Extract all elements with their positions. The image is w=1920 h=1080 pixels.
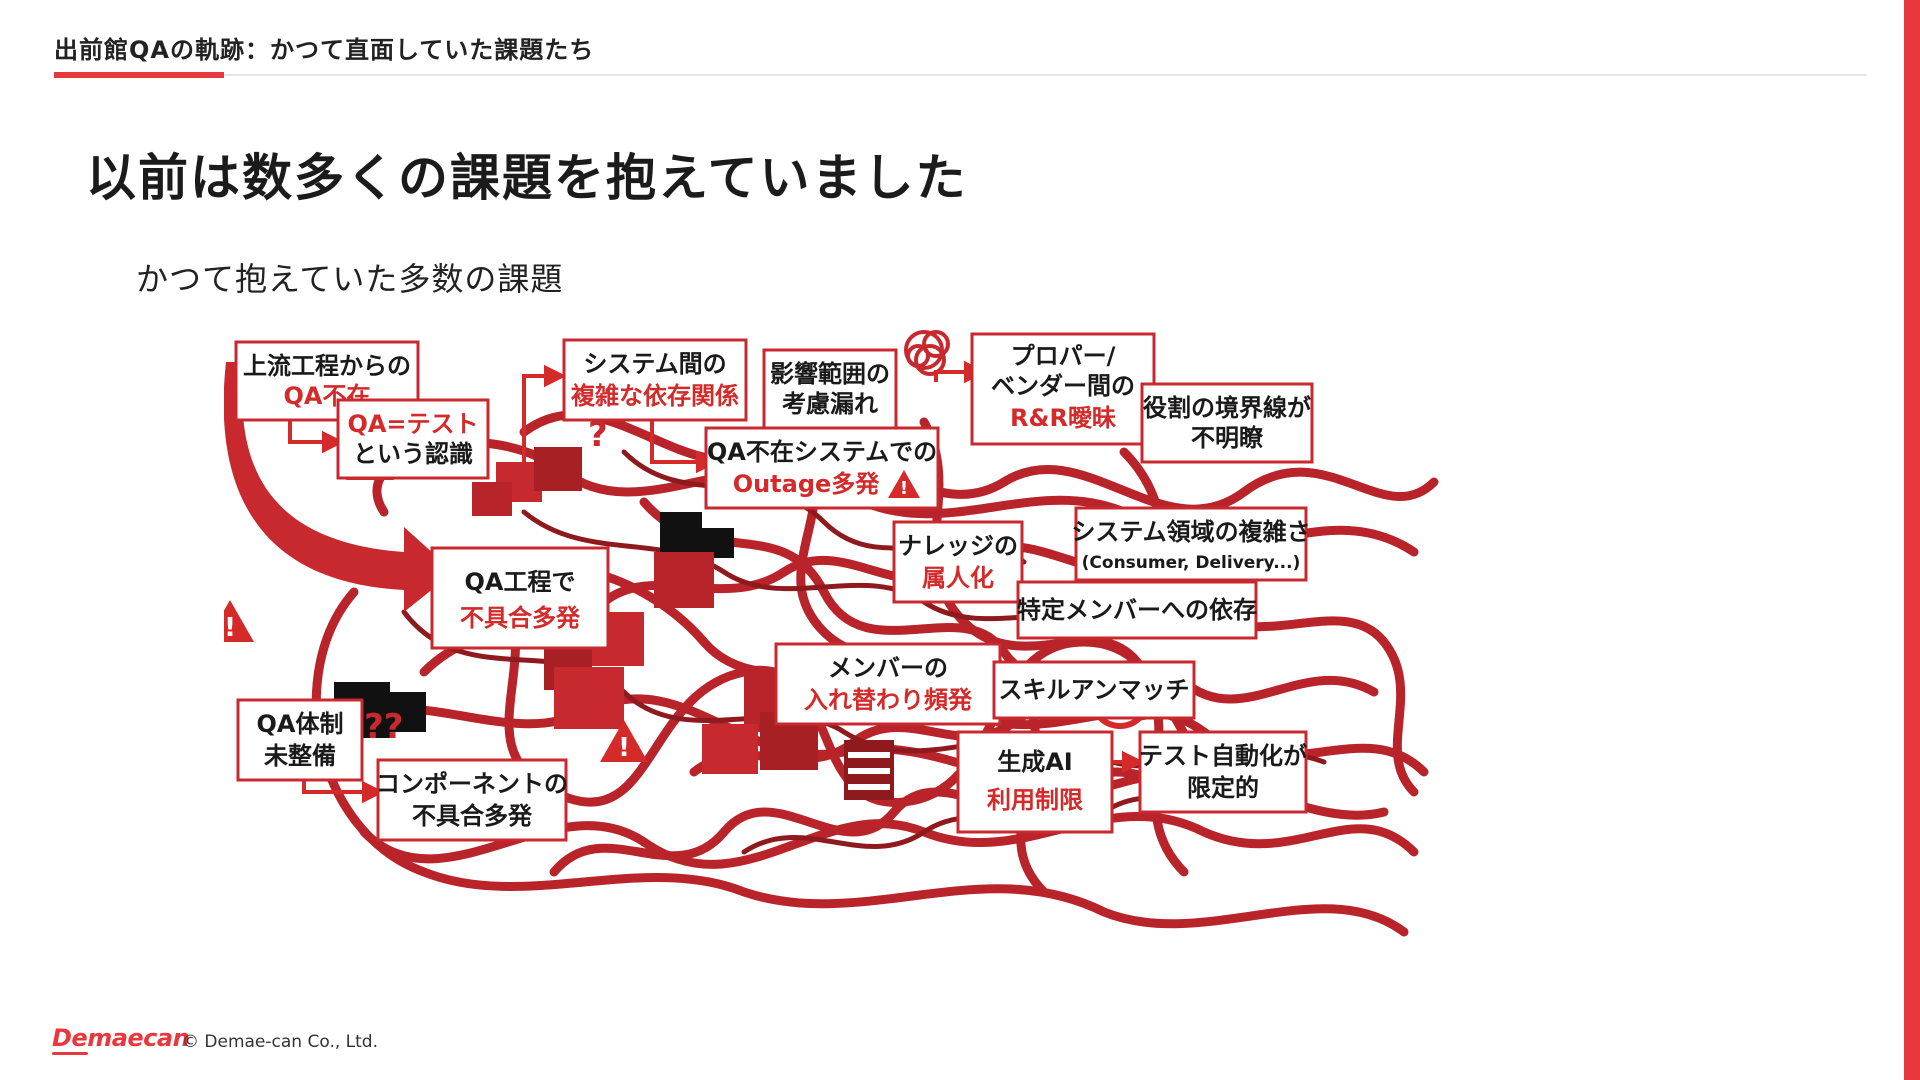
svg-text:生成AI: 生成AI bbox=[997, 748, 1073, 776]
svg-text:QA工程で: QA工程で bbox=[465, 568, 576, 596]
svg-text:役割の境界線が: 役割の境界線が bbox=[1143, 394, 1311, 422]
box-knowledge-silo: ナレッジの 属人化 bbox=[894, 522, 1022, 602]
svg-text:(Consumer, Delivery...): (Consumer, Delivery...) bbox=[1082, 553, 1301, 573]
svg-text:不明瞭: 不明瞭 bbox=[1191, 424, 1264, 452]
svg-text:!: ! bbox=[618, 733, 630, 763]
svg-text:利用制限: 利用制限 bbox=[987, 786, 1083, 814]
svg-text:ナレッジの: ナレッジの bbox=[898, 532, 1018, 560]
header-title: 出前館QAの軌跡：かつて直面していた課題たち bbox=[54, 30, 594, 65]
header-divider bbox=[54, 74, 1867, 76]
svg-text:入れ替わり頻発: 入れ替わり頻発 bbox=[804, 686, 973, 714]
box-test-automation-limited: テスト自動化が 限定的 bbox=[1139, 732, 1307, 812]
demaecan-logo: Demaecan bbox=[52, 1024, 189, 1052]
box-qa-equals-test: QA=テスト という認識 bbox=[338, 400, 488, 478]
box-system-domain-complexity: システム領域の複雑さ (Consumer, Delivery...) bbox=[1071, 508, 1310, 580]
svg-text:R&R曖昧: R&R曖昧 bbox=[1010, 404, 1117, 432]
box-outage: QA不在システムでの Outage多発 ! bbox=[706, 428, 938, 508]
box-role-boundaries: 役割の境界線が 不明瞭 bbox=[1142, 384, 1312, 462]
svg-text:不具合多発: 不具合多発 bbox=[460, 604, 581, 632]
svg-text:メンバーの: メンバーの bbox=[828, 654, 948, 682]
box-system-dependencies: システム間の 複雑な依存関係 bbox=[564, 340, 746, 420]
box-qa-process-bugs: QA工程で 不具合多発 bbox=[432, 548, 608, 648]
svg-text:!: ! bbox=[900, 478, 908, 499]
question-marks: ?? bbox=[364, 707, 403, 747]
svg-text:未整備: 未整備 bbox=[264, 742, 336, 770]
svg-text:限定的: 限定的 bbox=[1187, 774, 1259, 802]
svg-text:システム領域の複雑さ: システム領域の複雑さ bbox=[1071, 518, 1310, 546]
svg-text:ベンダー間の: ベンダー間の bbox=[991, 372, 1135, 400]
svg-text:考慮漏れ: 考慮漏れ bbox=[782, 390, 878, 418]
box-specific-member-dependency: 特定メンバーへの依存 bbox=[1017, 582, 1257, 638]
svg-text:影響範囲の: 影響範囲の bbox=[770, 360, 890, 388]
svg-text:複雑な依存関係: 複雑な依存関係 bbox=[571, 382, 739, 410]
slide-subtitle: かつて抱えていた多数の課題 bbox=[136, 254, 563, 300]
box-proper-vendor-rr: プロパー/ ベンダー間の R&R曖昧 bbox=[972, 334, 1154, 444]
copyright-text: © Demae-can Co., Ltd. bbox=[182, 1032, 378, 1052]
slide-title: 以前は数多くの課題を抱えていました bbox=[86, 138, 968, 210]
box-skill-mismatch: スキルアンマッチ bbox=[994, 662, 1194, 718]
svg-text:プロパー/: プロパー/ bbox=[1011, 342, 1116, 370]
svg-text:QA不在システムでの: QA不在システムでの bbox=[707, 438, 937, 466]
svg-text:Outage多発: Outage多発 bbox=[733, 470, 881, 498]
svg-text:スキルアンマッチ: スキルアンマッチ bbox=[998, 676, 1189, 704]
svg-text:上流工程からの: 上流工程からの bbox=[243, 352, 411, 380]
right-accent-bar bbox=[1904, 0, 1920, 1080]
svg-text:テスト自動化が: テスト自動化が bbox=[1139, 742, 1307, 770]
box-qa-structure: QA体制 未整備 bbox=[238, 700, 362, 780]
svg-text:コンポーネントの: コンポーネントの bbox=[376, 770, 568, 798]
header-accent-underline bbox=[54, 72, 224, 78]
svg-text:システム間の: システム間の bbox=[583, 350, 726, 378]
box-impact-oversight: 影響範囲の 考慮漏れ bbox=[764, 350, 896, 428]
svg-text:QA体制: QA体制 bbox=[257, 710, 344, 738]
svg-text:QA=テスト: QA=テスト bbox=[347, 410, 478, 438]
svg-text:という認識: という認識 bbox=[353, 440, 473, 468]
scribble-cloud bbox=[906, 332, 948, 374]
svg-text:!: ! bbox=[224, 613, 236, 643]
box-component-bugs: コンポーネントの 不具合多発 bbox=[376, 760, 568, 840]
tangled-issues-illustration: ! ! ! ? ?? 上流工程からの QA不在 QA=テスト という認識 システ… bbox=[224, 312, 1614, 980]
svg-text:不具合多発: 不具合多発 bbox=[412, 802, 533, 830]
box-gen-ai-limit: 生成AI 利用制限 bbox=[958, 732, 1112, 832]
box-member-turnover: メンバーの 入れ替わり頻発 bbox=[776, 644, 1000, 724]
svg-text:属人化: 属人化 bbox=[922, 564, 994, 592]
svg-text:特定メンバーへの依存: 特定メンバーへの依存 bbox=[1017, 596, 1257, 624]
